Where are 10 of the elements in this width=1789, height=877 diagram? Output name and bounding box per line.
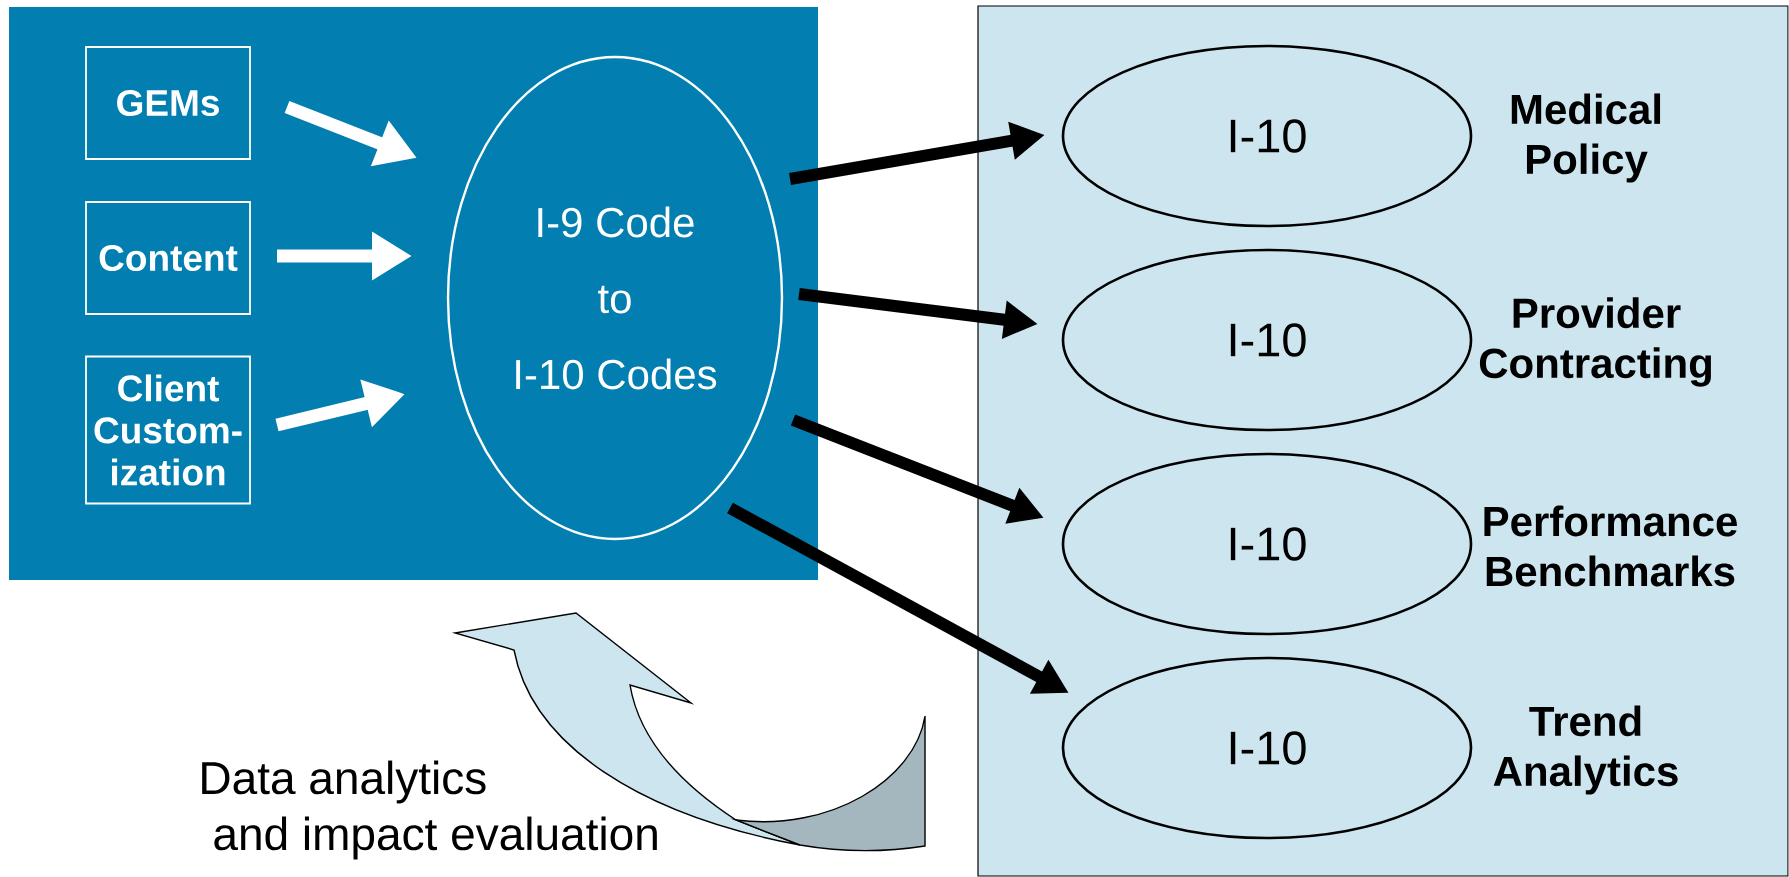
- source-box: Client Custom- ization: [85, 355, 251, 505]
- ellipse-caption: Performance Benchmarks: [1484, 505, 1737, 587]
- ellipse-caption: Trend Analytics: [1493, 705, 1678, 795]
- note-text: and impact evaluation: [214, 816, 657, 860]
- panel: [9, 7, 818, 580]
- ellipse-caption: Provider Contracting: [1479, 297, 1711, 387]
- note-text: Data analytics: [202, 760, 486, 804]
- source-box: GEMs: [85, 46, 251, 160]
- source-box: Content: [85, 201, 251, 315]
- ellipse-caption: Medical Policy: [1511, 93, 1661, 183]
